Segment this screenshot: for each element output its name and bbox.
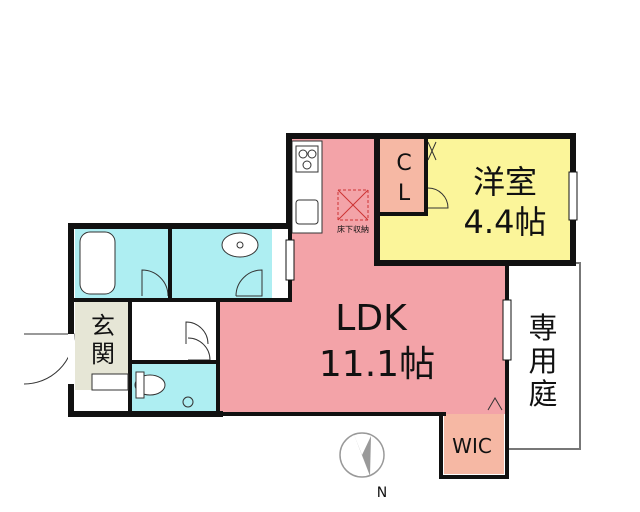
underfloor-storage-label: 床下収納 bbox=[337, 224, 369, 234]
closet-label-2: L bbox=[398, 181, 411, 206]
private-garden-label-1: 専 bbox=[528, 311, 557, 345]
closet bbox=[380, 139, 428, 215]
underfloor-storage-icon bbox=[337, 189, 369, 221]
entrance-label-1: 玄 bbox=[91, 312, 115, 340]
compass-icon: N bbox=[339, 432, 387, 501]
private-garden: 専 用 庭 bbox=[505, 262, 581, 450]
windows bbox=[285, 171, 578, 361]
north-label: N bbox=[377, 485, 387, 501]
hall bbox=[130, 302, 218, 362]
kitchen-counter bbox=[291, 140, 323, 234]
private-garden-label-2: 用 bbox=[528, 344, 557, 378]
ldk-size: 11.1帖 bbox=[319, 344, 435, 385]
ldk-name: LDK bbox=[335, 298, 408, 339]
shoe-storage bbox=[91, 373, 129, 391]
wic-label: WIC bbox=[452, 434, 492, 458]
sink-icon bbox=[221, 232, 259, 258]
bathtub-icon bbox=[79, 231, 116, 295]
wic bbox=[444, 414, 504, 474]
entrance-label-2: 関 bbox=[91, 340, 115, 368]
closet-label-1: C bbox=[396, 151, 411, 176]
western-room-size: 4.4帖 bbox=[464, 203, 547, 241]
entrance-door-opening bbox=[68, 334, 74, 384]
western-room-name: 洋室 bbox=[473, 163, 537, 201]
washroom bbox=[172, 228, 272, 298]
private-garden-label-3: 庭 bbox=[528, 377, 557, 411]
ldk-room bbox=[220, 139, 506, 414]
